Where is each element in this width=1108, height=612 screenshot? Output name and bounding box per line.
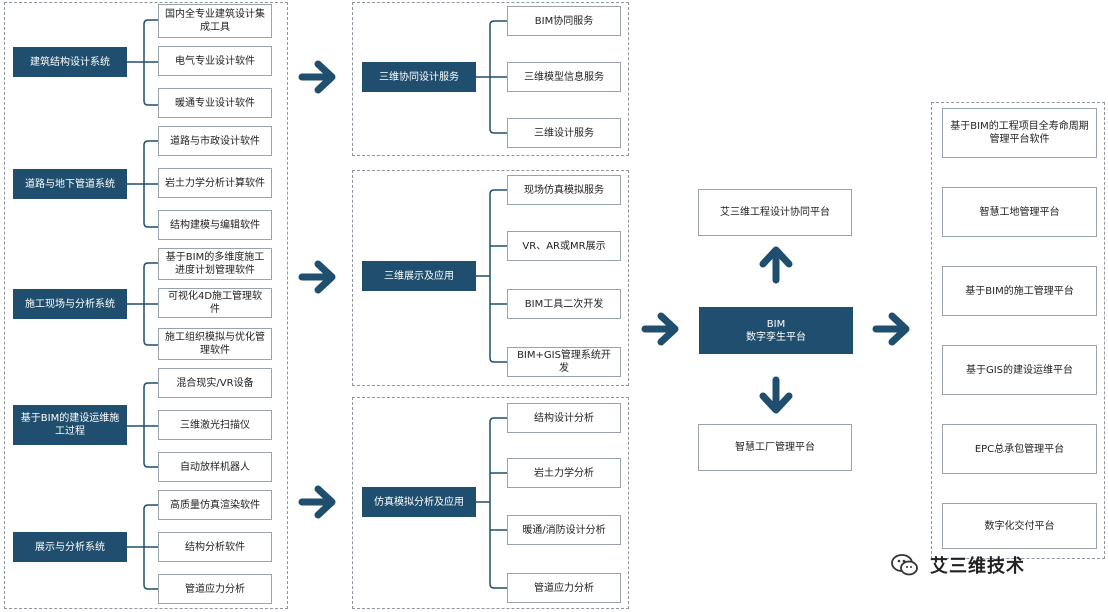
- left-item: 施工组织模拟与优化管理软件: [158, 328, 272, 360]
- right-item: 智慧工地管理平台: [942, 187, 1097, 237]
- watermark: 艾三维技术: [890, 548, 1090, 582]
- right-item: 基于BIM的工程项目全寿命周期管理平台软件: [942, 108, 1097, 158]
- mid-item: BIM+GIS管理系统开发: [507, 347, 621, 377]
- left-group-container: [4, 2, 288, 609]
- mid-item: 现场仿真模拟服务: [507, 175, 621, 205]
- mid-item: 三维模型信息服务: [507, 62, 621, 92]
- mid-item: BIM工具二次开发: [507, 289, 621, 319]
- left-item: 电气专业设计软件: [158, 46, 272, 76]
- center-main-line1: BIM: [766, 318, 786, 330]
- right-item: EPC总承包管理平台: [942, 424, 1097, 474]
- center-bottom-platform: 智慧工厂管理平台: [698, 424, 852, 471]
- right-item: 基于GIS的建设运维平台: [942, 345, 1097, 395]
- left-category-2: 道路与地下管道系统: [13, 169, 127, 199]
- mid-container-2: [352, 170, 629, 386]
- left-category-1: 建筑结构设计系统: [13, 47, 127, 77]
- left-item: 管道应力分析: [158, 574, 272, 604]
- left-item: 混合现实/VR设备: [158, 368, 272, 398]
- left-item: 岩土力学分析计算软件: [158, 168, 272, 198]
- left-item: 自动放样机器人: [158, 452, 272, 482]
- left-item: 基于BIM的多维度施工进度计划管理软件: [158, 248, 272, 280]
- right-item: 基于BIM的施工管理平台: [942, 266, 1097, 316]
- right-container: [931, 102, 1105, 559]
- mid-category-3: 仿真模拟分析及应用: [362, 487, 476, 517]
- left-item: 暖通专业设计软件: [158, 88, 272, 118]
- left-item: 结构分析软件: [158, 532, 272, 562]
- watermark-text: 艾三维技术: [930, 556, 1025, 577]
- left-item: 可视化4D施工管理软件: [158, 288, 272, 318]
- mid-container-3: [352, 397, 629, 609]
- mid-item: 暖通/消防设计分析: [507, 515, 621, 545]
- left-item: 三维激光扫描仪: [158, 410, 272, 440]
- mid-category-1: 三维协同设计服务: [362, 62, 476, 92]
- mid-item: VR、AR或MR展示: [507, 231, 621, 261]
- mid-item: 管道应力分析: [507, 573, 621, 603]
- mid-item: 岩土力学分析: [507, 458, 621, 488]
- left-item: 结构建模与编辑软件: [158, 210, 272, 240]
- mid-item: 结构设计分析: [507, 403, 621, 433]
- mid-item: 三维设计服务: [507, 118, 621, 148]
- mid-container-1: [352, 2, 629, 156]
- center-top-platform: 艾三维工程设计协同平台: [698, 189, 852, 236]
- right-item: 数字化交付平台: [942, 503, 1097, 549]
- wechat-icon: [891, 554, 918, 576]
- center-main-platform: BIM 数字孪生平台: [699, 307, 853, 354]
- mid-category-2: 三维展示及应用: [362, 261, 476, 291]
- left-item: 高质量仿真渲染软件: [158, 490, 272, 520]
- center-main-line2: 数字孪生平台: [746, 331, 806, 343]
- left-category-3: 施工现场与分析系统: [13, 289, 127, 319]
- left-item: 道路与市政设计软件: [158, 126, 272, 156]
- left-category-4: 基于BIM的建设运维施工过程: [13, 405, 127, 445]
- mid-item: BIM协同服务: [507, 6, 621, 36]
- left-category-5: 展示与分析系统: [13, 532, 127, 562]
- left-item: 国内全专业建筑设计集成工具: [158, 4, 272, 38]
